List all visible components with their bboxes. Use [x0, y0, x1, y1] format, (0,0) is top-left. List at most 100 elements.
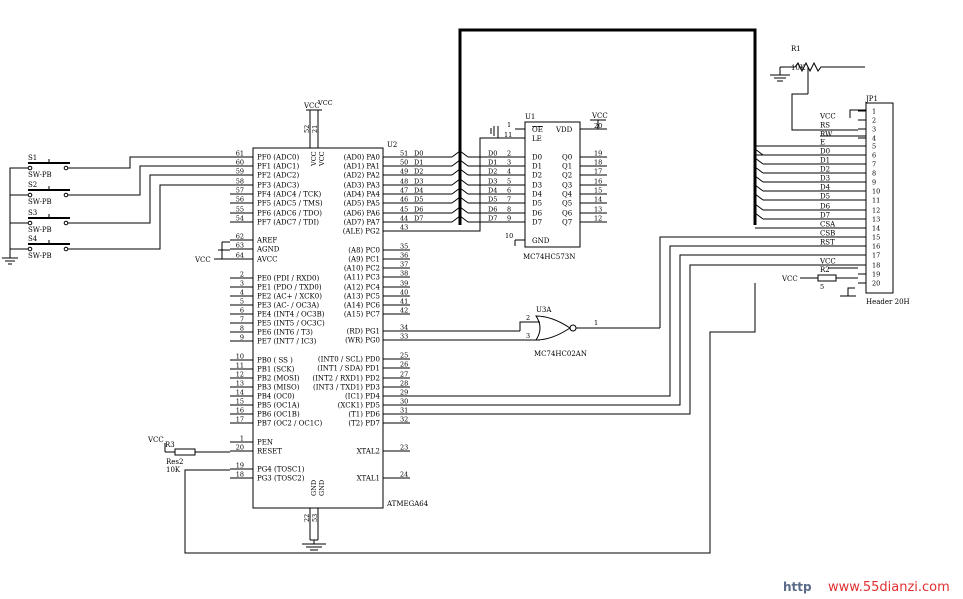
switch-ref: S3: [28, 209, 37, 217]
mcu-pin-num-left: 55: [236, 206, 244, 214]
latch-input-num: 9: [507, 215, 511, 223]
mcu-pin-name-left: PB4 (OC0): [257, 393, 295, 401]
mcu-pin-name-left: PE3 (AC- / OC3A): [257, 302, 319, 310]
mcu-pin-name-left: PG3 (TOSC2): [257, 475, 305, 483]
r1-value: 10K: [791, 64, 806, 72]
mcu-pin-num-right: 47: [400, 187, 408, 195]
header-net-label: D1: [820, 157, 830, 165]
latch-output-num: 15: [594, 187, 602, 195]
latch-input-num: 8: [507, 206, 511, 214]
mcu-pin-num-left: 20: [236, 444, 244, 452]
mcu-pin-num-right: 50: [400, 159, 408, 167]
bus-taps: [754, 148, 866, 220]
latch-input-num: 7: [507, 196, 511, 204]
r1-ref: R1: [791, 45, 801, 53]
mcu-pin-num-right: 33: [400, 333, 408, 341]
latch-oe-pin: 1: [507, 121, 511, 129]
header-net-label: D3: [820, 175, 830, 183]
mcu-pin-name-left: PB3 (MISO): [257, 384, 300, 392]
header-bus-entry: [754, 193, 764, 201]
mcu-u2: [252, 109, 384, 551]
header-net-label: VCC: [819, 113, 836, 121]
header-pin-num: 2: [872, 117, 876, 125]
header-bus-entry: [754, 212, 764, 220]
header-jp1: [865, 102, 894, 294]
mcu-pin-name-left: PB5 (OC1A): [257, 402, 300, 410]
latch-input-num: 5: [507, 178, 511, 186]
mcu-vcc-pin-num-1: 52: [303, 125, 311, 133]
mcu-pin-num-left: 12: [236, 371, 244, 379]
mcu-pin-num-left: 3: [240, 280, 244, 288]
mcu-pin-name-right: (XCK1) PD5: [338, 402, 380, 410]
mcu-pin-num-right: 27: [400, 371, 408, 379]
mcu-pin-num-left: 2: [240, 271, 244, 279]
mcu-net-label: D7: [414, 215, 423, 223]
mcu-pin-num-right: 31: [400, 407, 408, 415]
switch-contact: [63, 220, 69, 226]
latch-input-num: 2: [507, 150, 511, 158]
header-bus-entry: [754, 184, 764, 192]
mcu-pin-num-right: 36: [400, 252, 408, 260]
mcu-pin-num-right: 25: [400, 352, 408, 360]
mcu-pin-num-right: 40: [400, 289, 408, 297]
latch-output-name: Q2: [562, 172, 572, 180]
header-net-label: E: [820, 139, 825, 147]
switch-part: SW-PB: [28, 252, 52, 260]
header-pin-num: 9: [872, 179, 876, 187]
mcu-part: ATMEGA64: [386, 500, 429, 508]
mcu-vcc-pin-name-2: VCC: [318, 151, 326, 167]
mcu-pin-num-right: 37: [400, 261, 408, 269]
r3-part: Res2: [166, 458, 183, 466]
mcu-pin-name-left: PF1 (ADC1): [257, 163, 299, 171]
header-pin-num: 4: [872, 135, 876, 143]
switch-contact: [27, 220, 33, 226]
mcu-pin-num-left: 54: [236, 215, 244, 223]
mcu-pin-num-left: 60: [236, 159, 244, 167]
latch-vdd-name: VDD: [555, 126, 573, 134]
switch-wire: [68, 184, 230, 250]
header-pin-num: 11: [872, 197, 880, 205]
header-pin-num: 8: [872, 170, 876, 178]
latch-part: MC74HC573N: [523, 253, 575, 261]
watermark-left: http: [783, 580, 812, 594]
header-pin-num: 3: [872, 126, 876, 134]
mcu-pin-name-right: (T1) PD6: [348, 411, 380, 419]
mcu-pin-name-right: (A15) PC7: [344, 311, 380, 319]
mcu-pin-num-right: 32: [400, 416, 408, 424]
header-bus-entry: [754, 157, 764, 165]
mcu-pin-num-right: 42: [400, 307, 408, 315]
mcu-pin-name-left: PB6 (OC1B): [257, 411, 300, 419]
mcu-pin-name-left: PE7 (INT7 / IC3): [257, 338, 317, 346]
r2-value: 5: [820, 283, 824, 291]
mcu-pin-num-right: 28: [400, 380, 408, 388]
mcu-pin-num-left: 11: [236, 362, 244, 370]
nor-gate-u3a: [383, 236, 755, 341]
mcu-net-label: D4: [414, 187, 423, 195]
r2-ref: R2: [820, 266, 830, 274]
r3-ref: R3: [165, 441, 175, 449]
latch-output-name: Q6: [562, 210, 573, 218]
latch-input-name: D5: [532, 200, 542, 208]
mcu-pin-name-right: (AD3) PA3: [344, 182, 380, 190]
header-net-label: D5: [820, 193, 830, 201]
switch-contact: [27, 246, 33, 252]
latch-oe-name: OE: [532, 126, 543, 134]
latch-output-num: 17: [594, 168, 602, 176]
control-wires: [184, 135, 866, 554]
mcu-pin-name-left: AVCC: [256, 256, 277, 264]
mcu-pin-name-right: (INT1 / SDA) PD1: [317, 365, 380, 373]
latch-input-num: 3: [507, 159, 511, 167]
latch-vcc-pin: 20: [594, 122, 602, 130]
mcu-pin-num-left: 16: [236, 407, 244, 415]
mcu-pin-num-left: 63: [236, 242, 244, 250]
mcu-pin-name-right: (INT3 / TXD1) PD3: [313, 384, 380, 392]
mcu-pin-name-right: (T2) PD7: [348, 420, 380, 428]
mcu-pin-name-left: PE4 (INT4 / OC3B): [257, 311, 325, 319]
mcu-pin-name-left: PE1 (PDO / TXD0): [257, 284, 322, 292]
header-net-label: D7: [820, 212, 830, 220]
latch-output-name: Q5: [562, 200, 572, 208]
latch-input-name: D1: [532, 163, 542, 171]
mcu-vcc-pin-num-2: 21: [311, 125, 319, 133]
